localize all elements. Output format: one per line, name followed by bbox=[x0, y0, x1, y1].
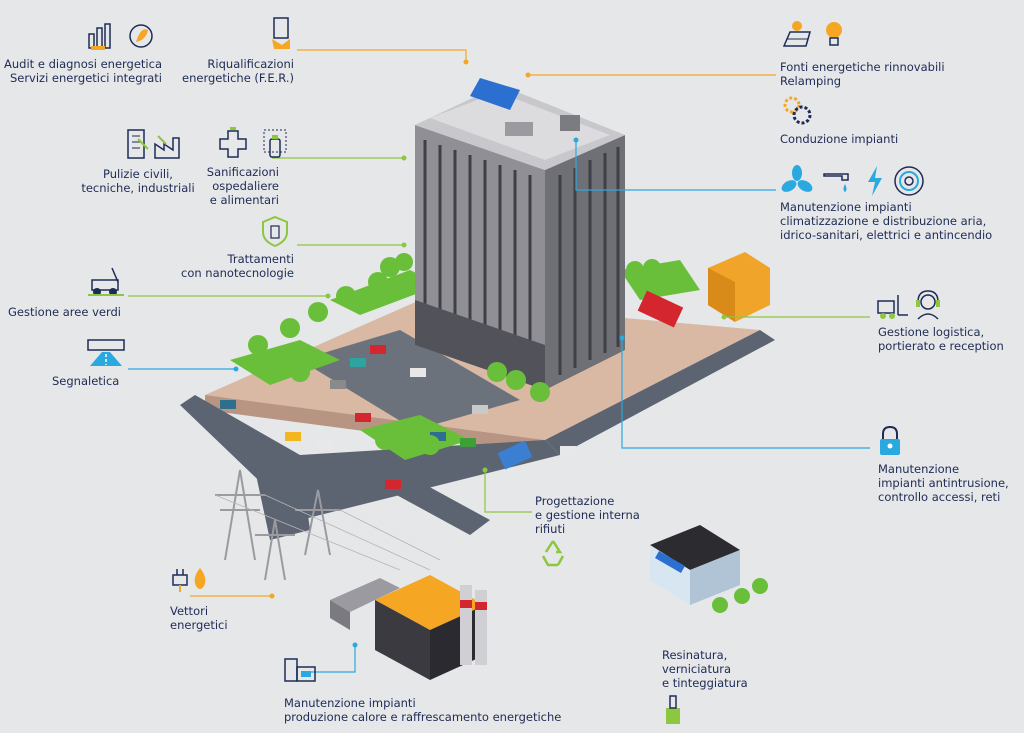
tower-right-face bbox=[545, 135, 625, 390]
bulb-icon bbox=[826, 22, 842, 46]
label-nanotecnologie-line2: con nanotecnologie bbox=[181, 266, 294, 280]
label-produzione-line2: produzione calore e raffrescamento energ… bbox=[284, 710, 562, 724]
plug-icon bbox=[172, 569, 188, 592]
label-antintrusione-line2: impianti antintrusione, bbox=[878, 476, 1009, 490]
label-nanotecnologie-line1: Trattamenti bbox=[227, 252, 294, 266]
cross-icon bbox=[219, 127, 247, 158]
cars bbox=[220, 345, 576, 489]
label-rifiuti: Progettazione e gestione interna rifiuti bbox=[535, 494, 640, 536]
flame-icon bbox=[194, 568, 206, 589]
hose-icon bbox=[894, 166, 924, 196]
blue-truck bbox=[497, 440, 533, 470]
label-manutenzione-clima-line3: idrico-sanitari, elettrici e antincendio bbox=[780, 228, 993, 242]
label-audit-line1: Audit e diagnosi energetica bbox=[4, 57, 162, 71]
building-cleaning-icon bbox=[127, 129, 149, 159]
label-manutenzione-clima: Manutenzione impianti climatizzazione e … bbox=[780, 200, 992, 242]
green-area-back bbox=[330, 270, 440, 315]
label-audit: Audit e diagnosi energetica Servizi ener… bbox=[4, 57, 162, 85]
label-segnaletica: Segnaletica bbox=[52, 374, 119, 388]
label-antintrusione-line1: Manutenzione bbox=[878, 462, 960, 476]
label-logistica: Gestione logistica, portierato e recepti… bbox=[878, 325, 1004, 353]
label-fonti: Fonti energetiche rinnovabili Relamping bbox=[780, 60, 945, 88]
label-antintrusione: Manutenzione impianti antintrusione, con… bbox=[878, 462, 1009, 504]
label-sanificazioni-line1: Sanificazioni bbox=[206, 165, 279, 179]
solar-panels bbox=[470, 78, 520, 110]
label-riqualificazioni: Riqualificazioni energetiche (F.E.R.) bbox=[182, 57, 294, 85]
connector-lines bbox=[128, 49, 870, 673]
label-resinatura-line2: verniciatura bbox=[662, 662, 732, 676]
label-conduzione-line1: Conduzione impianti bbox=[780, 132, 899, 146]
gears-icon bbox=[783, 96, 812, 125]
spray-icon bbox=[263, 129, 287, 158]
trees bbox=[248, 253, 684, 455]
label-manutenzione-clima-line2: climatizzazione e distribuzione aria, bbox=[780, 214, 987, 228]
shield-icon bbox=[262, 215, 288, 248]
paint-brush-icon bbox=[666, 695, 680, 724]
label-vettori-line2: energetici bbox=[170, 618, 228, 632]
label-rifiuti-line1: Progettazione bbox=[535, 494, 615, 508]
power-plant-front bbox=[375, 600, 430, 680]
label-audit-line2: Servizi energetici integrati bbox=[9, 71, 162, 85]
label-riqualificazioni-line2: energetiche (F.E.R.) bbox=[182, 71, 294, 85]
label-conduzione: Conduzione impianti bbox=[780, 132, 898, 146]
label-fonti-line1: Fonti energetiche rinnovabili bbox=[780, 60, 945, 74]
label-sanificazioni-line3: e alimentari bbox=[209, 193, 279, 207]
forklift-icon bbox=[877, 295, 908, 319]
label-aree-verdi: Gestione aree verdi bbox=[8, 305, 121, 319]
padlock-icon bbox=[880, 425, 900, 455]
label-segnaletica-line1: Segnaletica bbox=[52, 374, 120, 388]
red-truck bbox=[637, 290, 684, 328]
label-logistica-line1: Gestione logistica, bbox=[878, 325, 985, 339]
headset-icon bbox=[916, 290, 940, 320]
power-pylons bbox=[215, 469, 340, 581]
label-resinatura-line1: Resinatura, bbox=[662, 648, 728, 662]
label-sanificazioni-line2: ospedaliere bbox=[212, 179, 279, 193]
store-roof bbox=[650, 525, 740, 570]
label-riqualificazioni-line1: Riqualificazioni bbox=[207, 57, 294, 71]
plant-icon bbox=[284, 658, 316, 682]
factory-icon bbox=[154, 135, 180, 159]
label-rifiuti-line2: e gestione interna bbox=[535, 508, 640, 522]
recycle-icon bbox=[541, 540, 565, 567]
label-antintrusione-line3: controllo accessi, reti bbox=[878, 490, 1001, 504]
chimney bbox=[460, 585, 472, 665]
label-manutenzione-clima-line1: Manutenzione impianti bbox=[780, 200, 912, 214]
lawnmower-icon bbox=[88, 267, 124, 296]
faucet-icon bbox=[823, 173, 849, 192]
lightning-icon bbox=[868, 166, 882, 196]
label-vettori: Vettori energetici bbox=[170, 604, 228, 632]
label-resinatura-line3: e tinteggiatura bbox=[662, 676, 748, 690]
label-pulizie-line2: tecniche, industriali bbox=[81, 181, 195, 195]
label-sanificazioni: Sanificazioni ospedaliere e alimentari bbox=[207, 165, 279, 207]
label-resinatura: Resinatura, verniciatura e tinteggiatura bbox=[662, 648, 748, 690]
audit-chart-icon bbox=[88, 23, 111, 50]
fan-icon bbox=[781, 165, 813, 192]
label-vettori-line1: Vettori bbox=[170, 604, 209, 618]
power-plant-roof bbox=[375, 575, 485, 630]
label-fonti-line2: Relamping bbox=[780, 74, 842, 88]
leaf-bulb-icon bbox=[129, 24, 153, 48]
label-logistica-line2: portierato e reception bbox=[878, 339, 1004, 353]
green-area-mid bbox=[360, 415, 470, 460]
road-side bbox=[545, 330, 775, 455]
road-sign-icon bbox=[87, 339, 125, 366]
label-produzione: Manutenzione impianti produzione calore … bbox=[284, 696, 561, 724]
solar-panel-icon bbox=[782, 21, 811, 47]
solar-hand-icon bbox=[272, 17, 290, 49]
label-rifiuti-line3: rifiuti bbox=[535, 522, 566, 536]
label-pulizie-line1: Pulizie civili, bbox=[103, 167, 173, 181]
parking-lot bbox=[300, 330, 520, 430]
label-pulizie: Pulizie civili, tecniche, industriali bbox=[68, 167, 208, 195]
label-produzione-line1: Manutenzione impianti bbox=[284, 696, 416, 710]
label-nanotecnologie: Trattamenti con nanotecnologie bbox=[181, 252, 294, 280]
label-aree-verdi-line1: Gestione aree verdi bbox=[8, 305, 121, 319]
